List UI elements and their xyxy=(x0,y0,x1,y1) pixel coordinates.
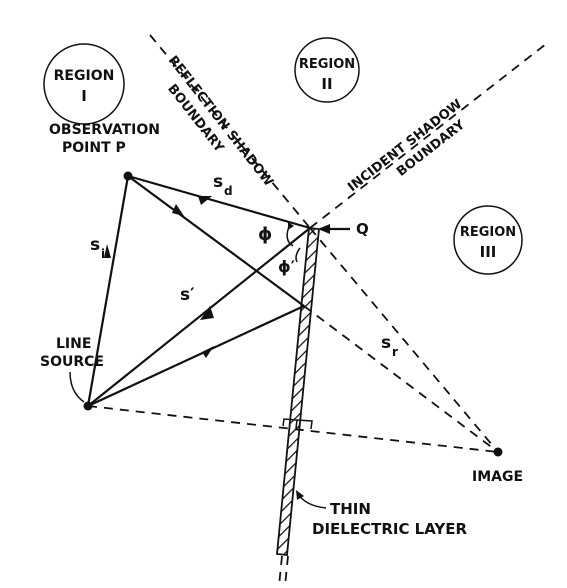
svg-text:INCIDENT SHADOW: INCIDENT SHADOW xyxy=(345,97,465,195)
incident-shadow-boundary-line xyxy=(309,43,547,229)
s-i-label: s xyxy=(90,235,100,255)
image-point xyxy=(493,447,503,457)
region-1: REGION I xyxy=(43,43,125,125)
region-3: REGION III xyxy=(453,205,523,275)
region-2-label: REGION xyxy=(299,57,355,72)
s-d-label: s xyxy=(213,172,223,192)
ray-s-prime-arrow xyxy=(200,306,214,320)
line-source-label-2: SOURCE xyxy=(40,354,104,370)
thin-label-2: DIELECTRIC LAYER xyxy=(312,520,468,538)
phi-arc-arrow xyxy=(288,222,294,230)
region-1-numeral: I xyxy=(81,87,87,105)
observation-label-2: POINT P xyxy=(62,140,126,156)
ray-s-r xyxy=(303,305,499,453)
ray-s-d xyxy=(127,174,311,230)
phi-prime-label: ϕ′ xyxy=(278,257,295,276)
region-2: REGION II xyxy=(294,37,360,103)
observation-label-1: OBSERVATION xyxy=(49,122,160,138)
s-r-label: s xyxy=(381,333,391,353)
s-d-subscript: d xyxy=(224,184,233,198)
region-1-label: REGION xyxy=(54,68,115,84)
thin-label-1: THIN xyxy=(330,500,371,518)
thin-layer-leader-arrow xyxy=(296,490,304,500)
ray-s-prime xyxy=(87,227,311,407)
region-3-numeral: III xyxy=(480,243,497,261)
s-i-subscript: i xyxy=(101,247,105,261)
reflected-ray-arrow xyxy=(172,204,184,216)
region-3-label: REGION xyxy=(460,225,516,240)
dielectric-layer-continuation-2 xyxy=(284,555,289,587)
ray-s-d-arrow xyxy=(198,196,212,205)
phi-label: ϕ xyxy=(258,224,272,245)
right-angle-marker xyxy=(282,418,313,430)
incident-shadow-label: INCIDENT SHADOW BOUNDARY xyxy=(345,97,468,195)
s-prime-label: s′ xyxy=(180,285,195,305)
q-pointer-arrow xyxy=(318,224,330,234)
s-r-subscript: r xyxy=(392,345,398,359)
dielectric-layer-continuation xyxy=(278,555,283,587)
reflected-ray xyxy=(127,175,305,307)
source-image-line xyxy=(87,405,499,453)
line-source-label-1: LINE xyxy=(56,336,91,352)
ray-s-i xyxy=(86,175,130,407)
ray-to-reflection-point-arrow xyxy=(202,346,214,358)
ray-to-reflection-point xyxy=(87,305,305,407)
phi-prime-arc xyxy=(295,247,301,263)
region-2-numeral: II xyxy=(321,75,332,93)
image-label: IMAGE xyxy=(472,469,523,485)
reflection-shadow-boundary-extension xyxy=(309,227,499,453)
ray-s-i-arrow xyxy=(104,244,111,258)
line-source-point xyxy=(83,401,93,411)
svg-text:REFLECTION SHADOW: REFLECTION SHADOW xyxy=(165,53,276,189)
q-label: Q xyxy=(356,220,369,238)
line-source-leader xyxy=(69,371,85,403)
reflection-shadow-boundary-line xyxy=(149,34,311,229)
thin-dielectric-layer xyxy=(276,227,320,556)
observation-point xyxy=(123,171,133,181)
